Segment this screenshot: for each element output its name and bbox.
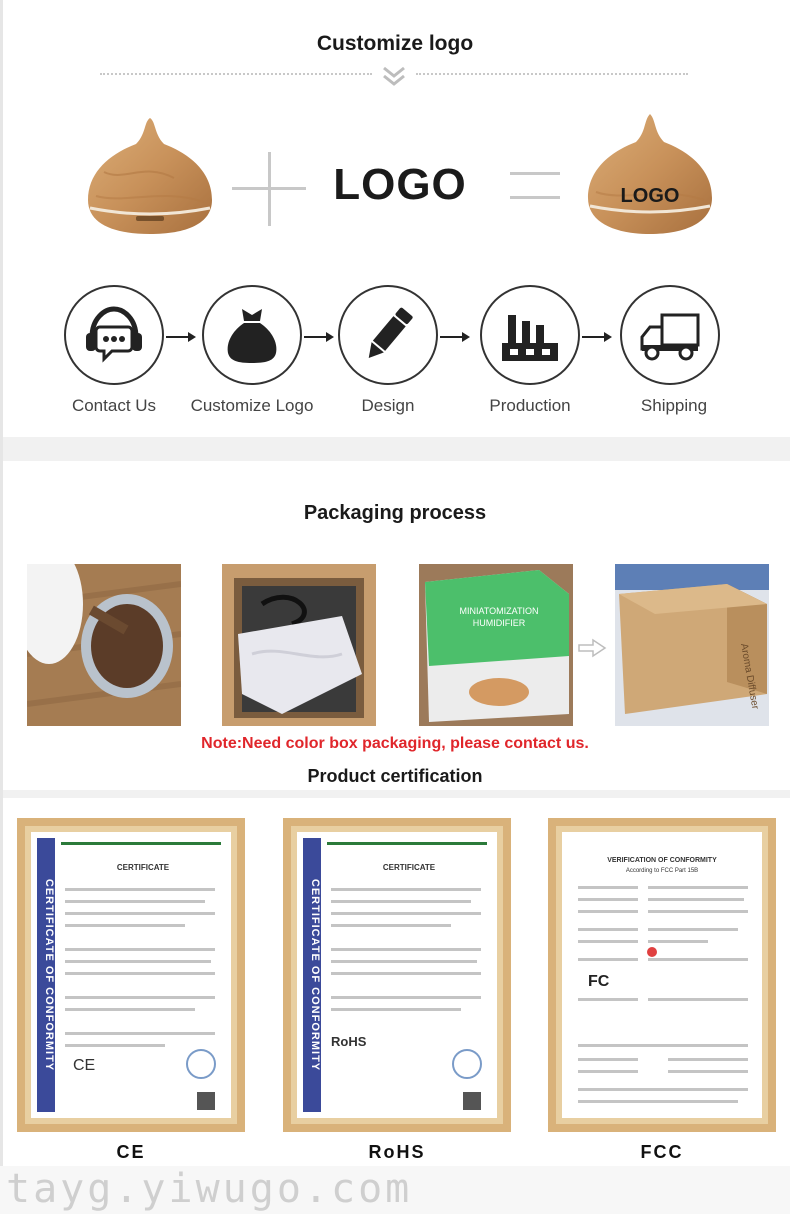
section-divider-band — [3, 437, 790, 461]
step-customize-logo — [202, 285, 302, 385]
diffuser-product-image — [88, 118, 212, 234]
arrow-right-icon — [304, 332, 334, 342]
truck-icon — [640, 313, 700, 361]
cert-rohs-heading: CERTIFICATE — [383, 863, 436, 872]
cert-rohs-side-text: CERTIFICATE OF CONFORMITY — [309, 879, 321, 1071]
step-contact-us — [64, 285, 164, 385]
box-text-line2: HUMIDIFIER — [473, 618, 526, 628]
packaging-photo-open-box — [222, 564, 376, 726]
step-production — [480, 285, 580, 385]
step-label-shipping: Shipping — [640, 396, 708, 415]
step-design — [338, 285, 438, 385]
packaging-process-title: Packaging process — [303, 502, 487, 524]
pencil-icon — [368, 307, 413, 358]
svg-text:FC: FC — [588, 973, 610, 990]
packaging-photo-shipping-carton: Aroma Diffuser — [615, 564, 769, 726]
svg-text:CE: CE — [73, 1057, 95, 1074]
step-label-contact-us: Contact Us — [71, 396, 157, 415]
packaging-photo-color-box: MINIATOMIZATION HUMIDIFIER — [419, 564, 573, 726]
title-divider-left — [100, 73, 372, 75]
equals-sign-top — [510, 172, 560, 175]
step-shipping — [620, 285, 720, 385]
section-divider-band — [3, 790, 790, 798]
certificate-rohs: CERTIFICATE OF CONFORMITY CERTIFICATE Ro… — [283, 818, 511, 1132]
page-left-border — [0, 0, 3, 1214]
certificate-fcc: VERIFICATION OF CONFORMITY According to … — [548, 818, 776, 1132]
plus-sign-vertical — [268, 152, 271, 226]
packaging-photo-diffuser-base — [27, 564, 181, 726]
cert-label-rohs: RoHS — [368, 1142, 426, 1162]
equals-sign-bottom — [510, 196, 560, 199]
customize-logo-title: Customize logo — [316, 32, 474, 55]
packaging-note: Note:Need color box packaging, please co… — [201, 735, 589, 752]
headset-chat-icon — [86, 306, 142, 363]
cert-rohs-mark: RoHS — [331, 1034, 367, 1049]
box-text-line1: MINIATOMIZATION — [460, 606, 539, 616]
cert-label-fcc: FCC — [640, 1142, 684, 1162]
certificate-ce: CERTIFICATE OF CONFORMITY CERTIFICATE CE — [17, 818, 245, 1132]
arrow-right-icon — [440, 332, 470, 342]
factory-icon — [502, 315, 558, 361]
cert-ce-side-text: CERTIFICATE OF CONFORMITY — [43, 879, 55, 1071]
arrow-right-icon — [582, 332, 612, 342]
double-chevron-down-icon — [383, 66, 405, 86]
cert-label-ce: CE — [116, 1142, 146, 1162]
diffuser-with-logo-image: LOGO — [588, 114, 712, 234]
arrow-right-outline-icon — [578, 638, 607, 658]
logo-word: LOGO — [333, 160, 467, 209]
step-label-production: Production — [489, 396, 571, 415]
footer-band — [0, 1166, 790, 1214]
cert-fcc-heading: VERIFICATION OF CONFORMITY — [607, 857, 717, 864]
site-watermark: tayg.yiwugo.com — [6, 1166, 413, 1212]
title-divider-right — [416, 73, 688, 75]
step-label-design: Design — [361, 396, 415, 415]
cert-ce-heading: CERTIFICATE — [117, 863, 170, 872]
product-logo-text: LOGO — [621, 185, 680, 207]
step-label-customize-logo: Customize Logo — [190, 396, 314, 415]
arrow-right-icon — [166, 332, 196, 342]
product-certification-title: Product certification — [307, 766, 483, 786]
money-bag-icon — [227, 309, 277, 363]
cert-fcc-subheading: According to FCC Part 15B — [626, 868, 698, 874]
